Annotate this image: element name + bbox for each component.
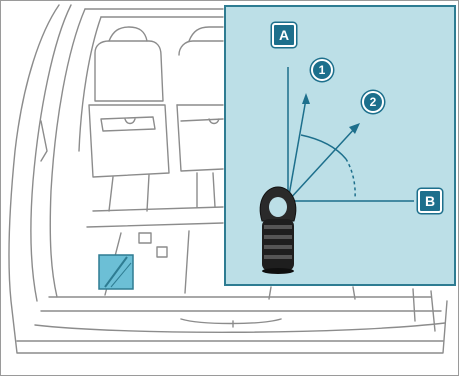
- direction-arrow-1: [288, 99, 306, 201]
- angle-label-2: 2: [362, 91, 384, 113]
- angle-arc-dashed: [346, 159, 355, 199]
- direction-arrow-2: [288, 127, 356, 201]
- angle-label-1: 1: [311, 59, 333, 81]
- angle-arc-solid: [301, 135, 346, 159]
- axis-label-a: A: [272, 23, 296, 47]
- angle-diagram: [226, 7, 454, 284]
- axis-label-b: B: [418, 189, 442, 213]
- arrow-1-head: [302, 93, 310, 104]
- tie-down-anchor-icon: [260, 187, 296, 274]
- floor-rail-highlight-icon: [99, 255, 133, 289]
- detail-inset: A B 1 2: [224, 5, 456, 286]
